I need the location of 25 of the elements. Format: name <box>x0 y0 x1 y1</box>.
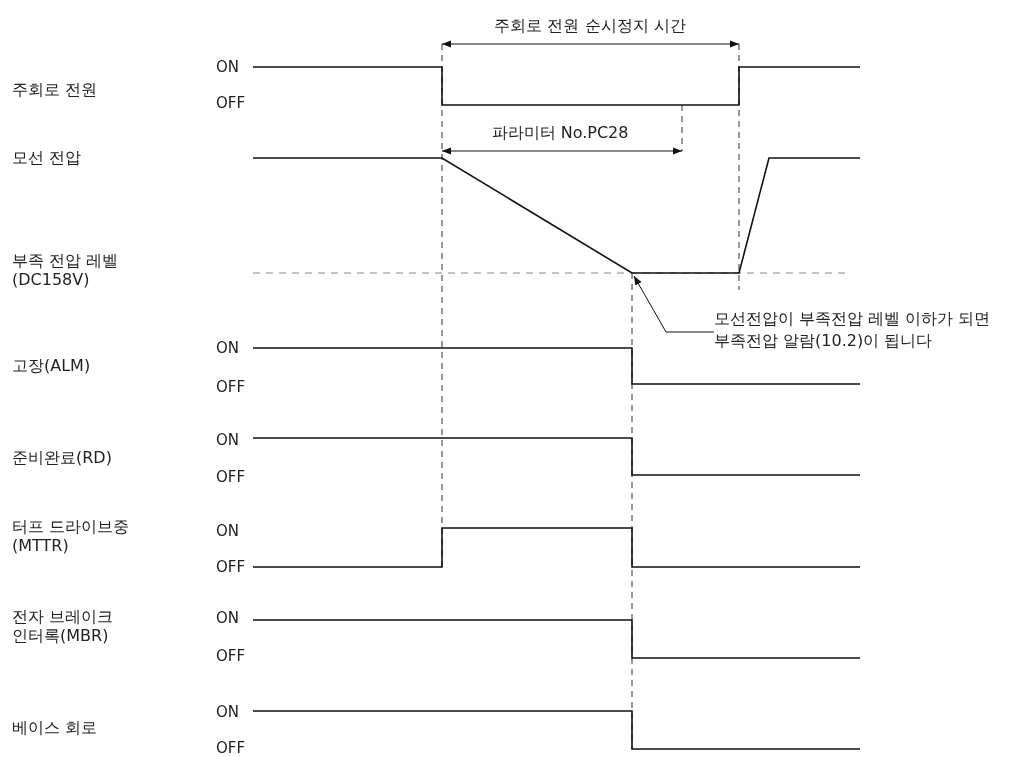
state-label: OFF <box>216 378 246 396</box>
state-label: OFF <box>216 739 246 757</box>
state-label: ON <box>216 703 240 721</box>
signal-name: 터프 드라이브중 (MTTR) <box>12 516 131 556</box>
signal-name: 준비완료(RD) <box>12 448 112 468</box>
signal-name: 전자 브레이크 인터록(MBR) <box>12 606 115 646</box>
signal-name: 부족 전압 레벨 (DC158V) <box>12 250 120 290</box>
state-label: ON <box>216 609 240 627</box>
signal-name: 고장(ALM) <box>12 356 91 376</box>
state-label: ON <box>216 522 240 540</box>
signal-name: 모선 전압 <box>12 148 82 168</box>
state-label: OFF <box>216 94 246 112</box>
state-label: ON <box>216 431 240 449</box>
annotation-text: 모선전압이 부족전압 레벨 이하가 되면 부족전압 알람(10.2)이 됩니다 <box>714 308 1006 352</box>
signal-name: 베이스 회로 <box>12 718 98 738</box>
signal-waveform <box>252 157 861 274</box>
dimension-label: 파라미터 No.PC28 <box>490 123 630 143</box>
leader-line <box>633 275 715 333</box>
dimension-label: 주회로 전원 순시정지 시간 <box>493 16 687 36</box>
state-label: ON <box>216 58 240 76</box>
state-label: OFF <box>216 558 246 576</box>
state-label: OFF <box>216 468 246 486</box>
signal-name: 주회로 전원 <box>12 80 98 100</box>
state-label: OFF <box>216 647 246 665</box>
state-label: ON <box>216 339 240 357</box>
